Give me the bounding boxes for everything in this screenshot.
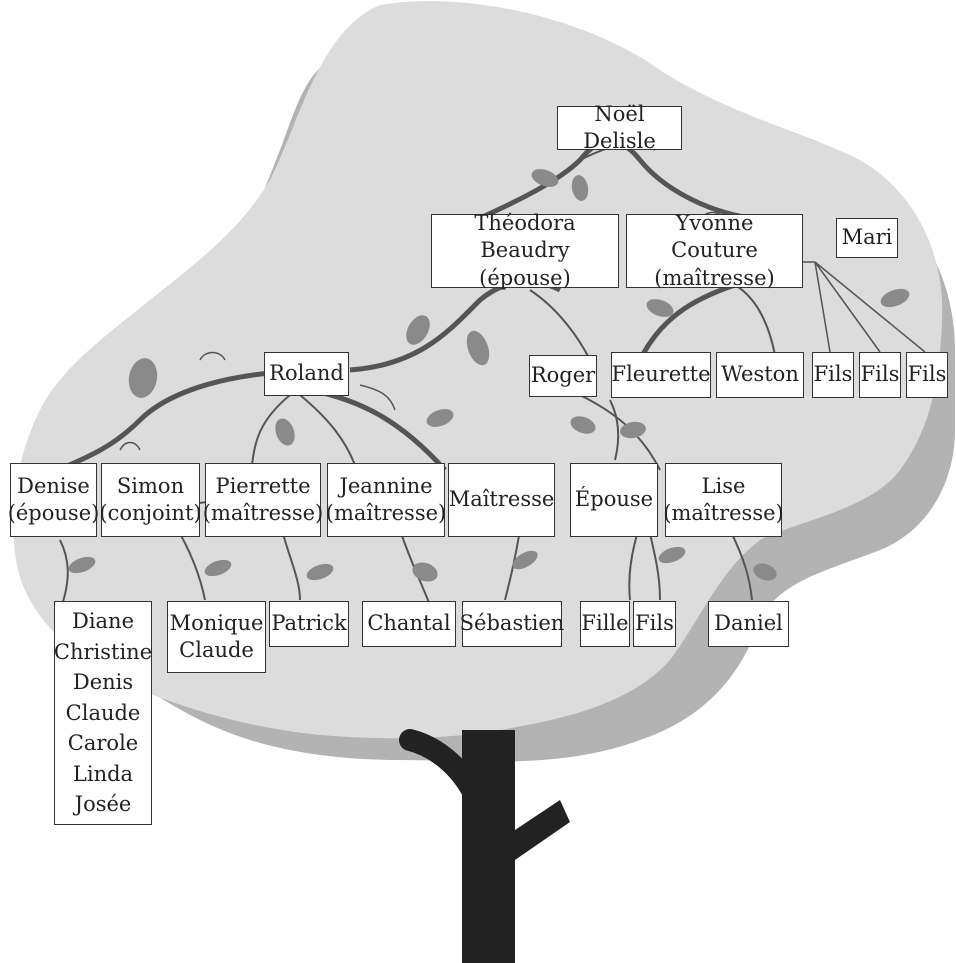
leaf <box>571 175 589 201</box>
jeannine-node: Jeannine (maîtresse) <box>326 463 446 537</box>
weston-node: Weston <box>716 352 804 398</box>
chantal-node: Chantal <box>362 601 456 647</box>
leaf <box>531 169 559 187</box>
monique-claude-node: Monique Claude <box>167 601 266 673</box>
leaf <box>275 418 295 446</box>
leaf <box>880 288 910 308</box>
leaf <box>426 409 454 427</box>
leaf <box>753 563 777 581</box>
denise-node: Denise (épouse) <box>8 463 99 537</box>
roger-node: Roger <box>529 355 597 397</box>
mistress-yvonne-node: Yvonne Couture (maîtresse) <box>626 211 803 290</box>
leaf <box>406 315 430 345</box>
leaf <box>68 556 96 574</box>
epouse-node: Épouse <box>570 463 658 537</box>
pierrette-node: Pierrette (maîtresse) <box>203 463 323 537</box>
fleurette-node: Fleurette <box>611 352 711 398</box>
leaf <box>620 421 646 439</box>
trunk <box>462 730 570 963</box>
leaf <box>204 559 232 577</box>
leaves <box>68 169 910 582</box>
fils-roger-node: Fils <box>633 601 676 647</box>
canopy <box>13 1 943 739</box>
patrick-node: Patrick <box>269 601 349 647</box>
denise-children-node: Diane Christine Denis Claude Carole Lind… <box>54 601 152 825</box>
leaf <box>570 416 596 434</box>
leaf <box>646 299 674 317</box>
fils-node: Fils <box>859 352 901 398</box>
roland-node: Roland <box>264 352 349 396</box>
fils-node: Fils <box>812 352 854 398</box>
leaf <box>128 358 158 398</box>
simon-node: Simon (conjoint) <box>99 463 202 537</box>
maitresse-node: Maîtresse <box>448 463 555 537</box>
husband-mari-node: Mari <box>836 218 898 258</box>
leaf <box>658 546 686 564</box>
spouse-theodora-node: Théodora Beaudry (épouse) <box>431 211 619 290</box>
leaf <box>512 550 538 570</box>
root-person-node: Noël Delisle <box>557 102 682 153</box>
lise-node: Lise (maîtresse) <box>663 463 784 537</box>
daniel-node: Daniel <box>708 601 789 647</box>
leaf <box>466 330 490 366</box>
leaf <box>306 563 334 581</box>
fils-node: Fils <box>906 352 948 398</box>
sebastien-node: Sébastien <box>460 601 564 647</box>
fille-node: Fille <box>580 601 630 647</box>
trunk-branch <box>399 729 483 801</box>
leaf <box>412 562 438 582</box>
